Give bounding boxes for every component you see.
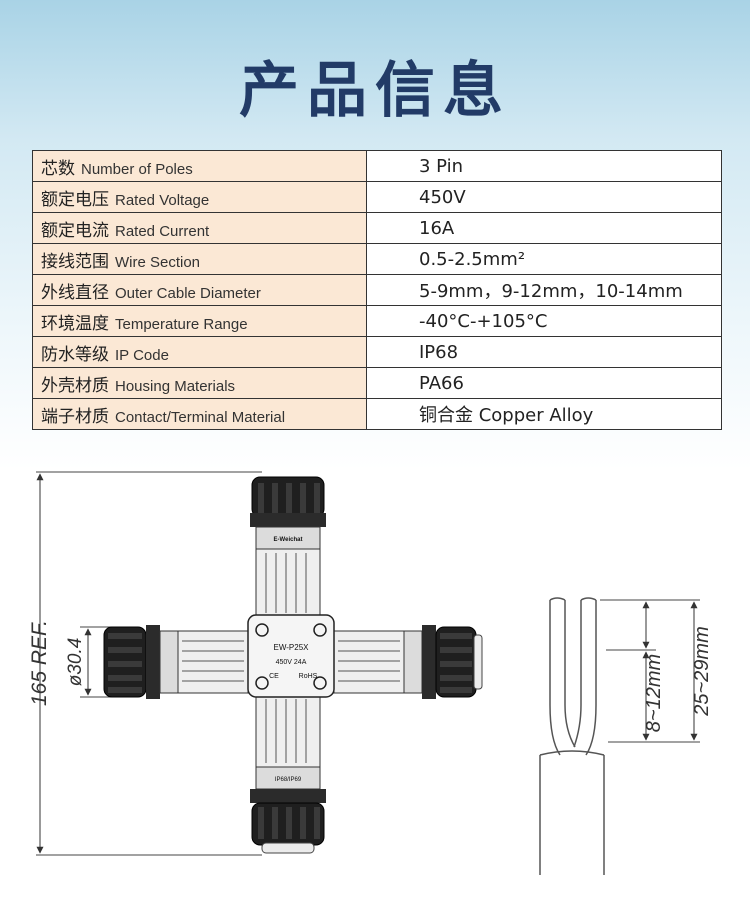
spec-label: 端子材质 Contact/Terminal Material [32, 398, 367, 430]
spec-label-cn: 端子材质 [41, 406, 109, 427]
table-row: 外线直径 Outer Cable Diameter 5-9mm，9-12mm，10… [32, 274, 722, 306]
spec-label: 接线范围 Wire Section [32, 243, 367, 275]
spec-label: 额定电压 Rated Voltage [32, 181, 367, 213]
spec-label-cn: 环境温度 [41, 313, 109, 334]
spec-label-cn: 外线直径 [41, 282, 109, 303]
spec-table: 芯数 Number of Poles 3 Pin 额定电压 Rated Voltag… [32, 150, 722, 430]
spec-label-en: Rated Current [115, 222, 210, 240]
spec-value: -40°C-+105°C [366, 305, 722, 337]
table-row: 额定电流 Rated Current 16A [32, 212, 722, 244]
table-row: 接线范围 Wire Section 0.5-2.5mm² [32, 243, 722, 275]
table-row: 端子材质 Contact/Terminal Material 铜合金 Copper… [32, 398, 722, 430]
spec-label-cn: 额定电压 [41, 189, 109, 210]
table-row: 芯数 Number of Poles 3 Pin [32, 150, 722, 182]
spec-label: 外壳材质 Housing Materials [32, 367, 367, 399]
spec-label-cn: 额定电流 [41, 220, 109, 241]
ce-mark: CE [269, 673, 279, 680]
spec-label-cn: 外壳材质 [41, 375, 109, 396]
length-dimension: 165 REF. [28, 471, 262, 856]
brand-label: E-Weichat [274, 537, 303, 543]
spec-label-en: Wire Section [115, 253, 201, 271]
spec-label-cn: 接线范围 [41, 251, 109, 272]
page-title: 产品信息 [239, 56, 511, 126]
spec-label-en: Contact/Terminal Material [115, 408, 286, 426]
rohs-mark: RoHS [299, 673, 318, 680]
spec-value: 16A [366, 212, 722, 244]
spec-value: IP68 [366, 336, 722, 368]
spec-label-en: Outer Cable Diameter [115, 284, 261, 302]
strip-dim-label: 8~12mm [643, 654, 665, 732]
spec-value: 铜合金 Copper Alloy [366, 398, 722, 430]
spec-label: 防水等级 IP Code [32, 336, 367, 368]
spec-label: 外线直径 Outer Cable Diameter [32, 274, 367, 306]
model-label: EW-P25X [274, 643, 310, 652]
spec-label-cn: 防水等级 [41, 344, 109, 365]
spec-value: PA66 [366, 367, 722, 399]
ip-label-bottom: IP68/IP69 [275, 777, 302, 783]
spec-label: 环境温度 Temperature Range [32, 305, 367, 337]
table-row: 外壳材质 Housing Materials PA66 [32, 367, 722, 399]
length-dim-label: 165 REF. [28, 620, 51, 706]
spec-label-en: Housing Materials [115, 377, 236, 395]
connector-body: E-Weichat IP68/IP69 [103, 476, 483, 854]
rating-label: 450V 24A [276, 659, 307, 666]
connector-drawing: 165 REF. ø30.4 E-Weichat [28, 471, 713, 875]
spec-value: 3 Pin [366, 150, 722, 182]
spec-value: 450V [366, 181, 722, 213]
spec-label-en: IP Code [115, 346, 169, 364]
diameter-dim-label: ø30.4 [65, 638, 86, 687]
spec-label: 芯数 Number of Poles [32, 150, 367, 182]
spec-value: 0.5-2.5mm² [366, 243, 722, 275]
table-row: 额定电压 Rated Voltage 450V [32, 181, 722, 213]
spec-value: 5-9mm，9-12mm，10-14mm [366, 274, 722, 306]
spec-label-en: Number of Poles [81, 160, 193, 178]
table-row: 防水等级 IP Code IP68 [32, 336, 722, 368]
spec-label-cn: 芯数 [41, 158, 75, 179]
spec-label-en: Temperature Range [115, 315, 248, 333]
table-row: 环境温度 Temperature Range -40°C-+105°C [32, 305, 722, 337]
spec-label-en: Rated Voltage [115, 191, 210, 209]
spec-label: 额定电流 Rated Current [32, 212, 367, 244]
jacket-dim-label: 25~29mm [691, 626, 713, 717]
cable-strip-diagram: 8~12mm 25~29mm [539, 597, 713, 875]
